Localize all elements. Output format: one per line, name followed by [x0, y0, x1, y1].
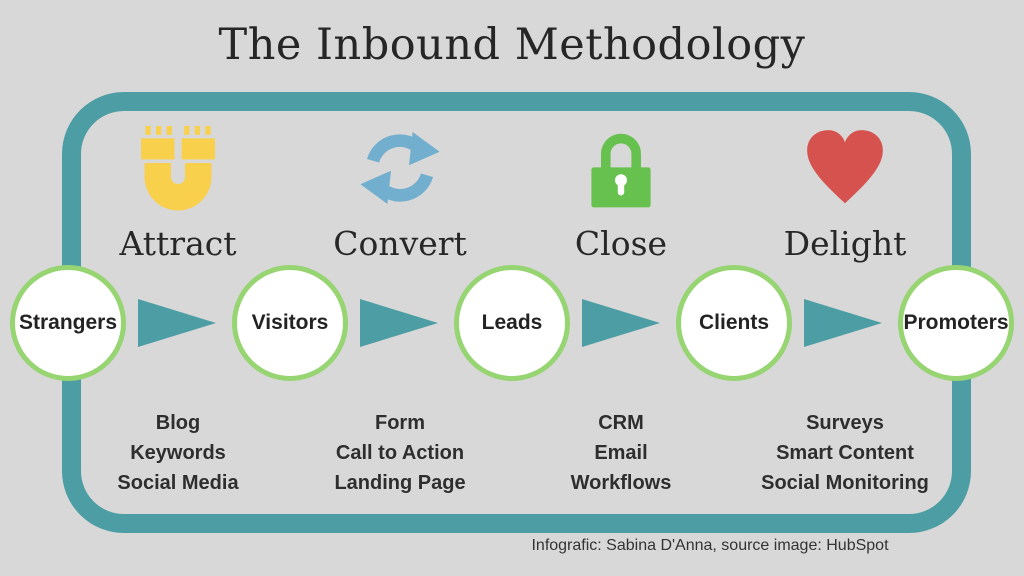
funnel-circle-visitors: Visitors: [232, 265, 348, 381]
tactic-item: CRM: [598, 412, 644, 434]
tactic-item: Call to Action: [335, 442, 465, 464]
funnel-label: Leads: [481, 311, 543, 334]
tactic-item: Surveys: [806, 412, 884, 434]
tactics-close: CRM Email Workflows: [509, 408, 733, 498]
stage-delight: Delight Surveys Smart Content Social Mon…: [733, 120, 957, 510]
stage-label-attract: Attract: [119, 224, 237, 263]
tactics-delight: Surveys Smart Content Social Monitoring: [733, 408, 957, 498]
magnet-icon: [141, 126, 215, 211]
stage-attract: Attract Blog Keywords Social Media: [66, 120, 290, 510]
refresh-icon-wrap: [288, 120, 512, 220]
funnel-label: Visitors: [251, 311, 329, 334]
funnel-circle-clients: Clients: [676, 265, 792, 381]
heart-icon: [807, 130, 883, 204]
funnel-label: Clients: [698, 311, 769, 334]
tactic-item: Blog: [155, 412, 201, 434]
arrow-right-icon: [360, 299, 438, 347]
padlock-icon: [591, 133, 651, 208]
arrow-right-icon: [804, 299, 882, 347]
tactic-item: Form: [375, 412, 425, 434]
tactic-item: Landing Page: [334, 472, 466, 494]
tactics-attract: Blog Keywords Social Media: [66, 408, 290, 498]
tactic-item: Social Media: [117, 472, 239, 494]
arrow-right-icon: [138, 299, 216, 347]
tactic-item: Social Monitoring: [761, 472, 929, 494]
arrow-right-icon: [582, 299, 660, 347]
tactic-item: Smart Content: [776, 442, 914, 464]
funnel-circle-promoters: Promoters: [898, 265, 1014, 381]
funnel-label: Promoters: [903, 311, 1009, 334]
credit-text: Infografic: Sabina D'Anna, source image:…: [531, 537, 889, 554]
stage-label-convert: Convert: [333, 224, 467, 263]
tactics-convert: Form Call to Action Landing Page: [288, 408, 512, 498]
heart-icon-wrap: [733, 120, 957, 220]
tactic-item: Workflows: [570, 472, 672, 494]
refresh-arrows-icon: [360, 132, 440, 204]
tactic-item: Email: [594, 442, 648, 464]
funnel-label: Strangers: [18, 311, 118, 334]
page-title: The Inbound Methodology: [218, 20, 806, 70]
tactic-item: Keywords: [130, 442, 226, 464]
funnel-circle-strangers: Strangers: [10, 265, 126, 381]
stage-label-delight: Delight: [783, 224, 907, 263]
magnet-icon-wrap: [66, 120, 290, 220]
lock-icon-wrap: [509, 120, 733, 220]
stage-close: Close CRM Email Workflows: [509, 120, 733, 510]
stage-convert: Convert Form Call to Action Landing Page: [288, 120, 512, 510]
funnel-circle-leads: Leads: [454, 265, 570, 381]
stage-label-close: Close: [574, 224, 668, 263]
